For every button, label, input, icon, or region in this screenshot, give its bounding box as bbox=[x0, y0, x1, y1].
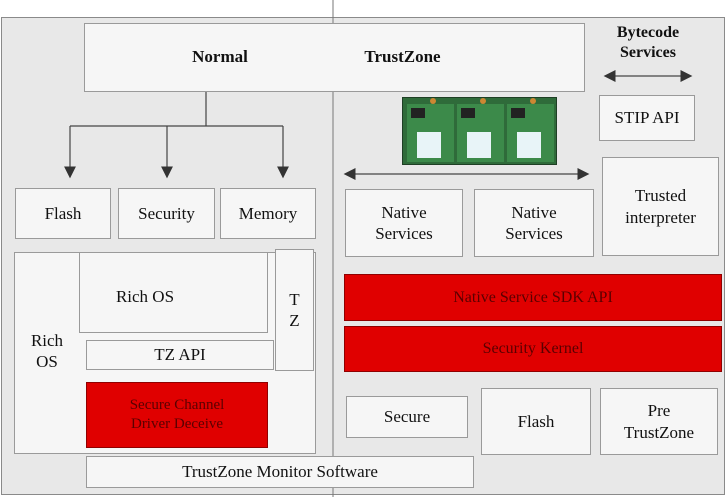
tz-api-box: TZ API bbox=[86, 340, 274, 370]
rich-os-inner-box bbox=[79, 252, 268, 333]
trustzone-label: TrustZone bbox=[364, 47, 441, 66]
flash-box: Flash bbox=[15, 188, 111, 239]
native-service-sdk-api-box: Native Service SDK API bbox=[344, 274, 722, 321]
world-header-box bbox=[84, 23, 585, 92]
security-box: Security bbox=[118, 188, 215, 239]
pre-trustzone-box: Pre TrustZone bbox=[600, 388, 718, 455]
stip-api-box: STIP API bbox=[599, 95, 695, 141]
security-kernel-box: Security Kernel bbox=[344, 326, 722, 372]
rich-os-inner-label: Rich OS bbox=[115, 287, 175, 306]
normal-world-label: Normal bbox=[192, 47, 248, 66]
secure-channel-driver-box: Secure Channel Driver Deceive bbox=[86, 382, 268, 448]
secure-flash-box: Flash bbox=[481, 388, 591, 455]
native-services-box-2: Native Services bbox=[474, 189, 594, 257]
bytecode-services-label: Bytecode Services bbox=[616, 24, 680, 61]
circuit-board-image bbox=[402, 97, 557, 165]
secure-box: Secure bbox=[346, 396, 468, 438]
tz-side-box: T Z bbox=[275, 249, 314, 371]
memory-box: Memory bbox=[220, 188, 316, 239]
rich-os-outer-label: Rich OS bbox=[30, 331, 64, 372]
native-services-box-1: Native Services bbox=[345, 189, 463, 257]
trustzone-monitor-box: TrustZone Monitor Software bbox=[86, 456, 474, 488]
trusted-interpreter-box: Trusted interpreter bbox=[602, 157, 719, 256]
